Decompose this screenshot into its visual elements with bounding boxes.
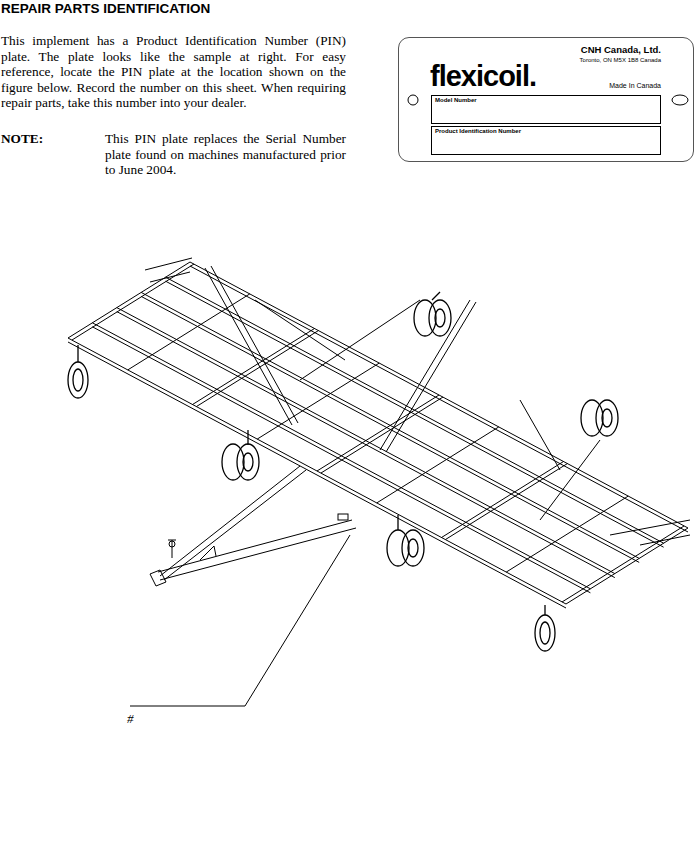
frame-braces: [205, 266, 600, 520]
pin-plate: CNH Canada, Ltd. Toronto, ON M5X 1B8 Cana…: [398, 37, 694, 162]
plate-hole: [408, 95, 418, 105]
brand-logo: flexicoil.: [430, 60, 536, 93]
plate-hole: [672, 95, 688, 105]
note-text: This PIN plate replaces the Serial Numbe…: [105, 131, 346, 178]
model-number-field: Model Number: [431, 95, 661, 124]
record-mark: #: [127, 711, 134, 727]
pin-field: Product Identification Number: [431, 126, 661, 155]
origin-text: Made In Canada: [609, 82, 661, 89]
frame-rails: [68, 262, 688, 608]
page-title: REPAIR PARTS IDENTIFICATION: [1, 1, 210, 16]
leader-line: [130, 535, 350, 706]
company-name: CNH Canada, Ltd.: [581, 44, 661, 55]
field-label: Product Identification Number: [435, 128, 521, 134]
frame-cross-members: [68, 262, 688, 604]
wheels: [68, 292, 618, 651]
company-address: Toronto, ON M5X 1B8 Canada: [580, 57, 661, 63]
frame-extension: [145, 258, 690, 545]
note-label: NOTE:: [1, 131, 43, 147]
hitch-tongue: [150, 466, 356, 586]
field-label: Model Number: [435, 97, 477, 103]
intro-paragraph: This implement has a Product Identificat…: [1, 33, 346, 111]
